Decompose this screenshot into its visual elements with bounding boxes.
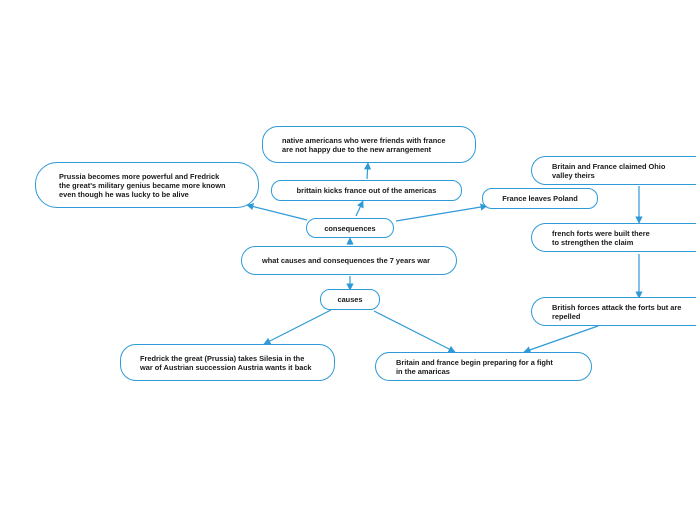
node-consequences[interactable]: consequences [306,218,394,238]
node-british-forces-label-line-1: British forces attack the forts but are [552,302,682,312]
node-french-forts-label-line-1: french forts were built there [552,228,650,238]
connector-causes-to-prepare [373,310,456,353]
node-causes[interactable]: causes [320,289,380,310]
node-ohio-valley-label-line-2: valley theirs [552,170,595,180]
node-central-topic[interactable]: what causes and consequences the 7 years… [241,246,457,275]
node-fredrick-silesia-label: Fredrick the great (Prussia) takes Siles… [140,353,312,372]
connector-consequences-to-prussia [246,203,308,221]
node-british-forces-label-line-2: repelled [552,311,581,321]
node-fredrick-silesia[interactable]: Fredrick the great (Prussia) takes Siles… [120,344,335,381]
node-french-forts-label-line-2: to strengthen the claim [552,237,634,247]
node-britain-france-prepare-label: Britain and france begin preparing for a… [396,357,553,376]
connector-causes-to-fredrick [263,309,332,345]
connector-british-to-prepare [523,325,599,354]
node-native-americans-label: native americans who were friends with f… [282,135,446,154]
node-central-topic-label: what causes and consequences the 7 years… [262,256,431,265]
node-causes-label: causes [337,295,363,304]
node-prussia-powerful[interactable]: Prussia becomes more powerful and Fredri… [35,162,259,208]
connector-britain-to-native [364,162,372,180]
connector-consequences-to-britain [355,200,364,217]
node-france-leaves-poland[interactable]: France leaves Poland [482,188,598,209]
node-britain-kicks-france-label: brittain kicks france out of the america… [296,186,437,195]
node-france-leaves-poland-label: France leaves Poland [502,194,578,203]
node-ohio-valley-label-line-1: Britain and France claimed Ohio [552,161,666,171]
node-native-americans[interactable]: native americans who were friends with f… [262,126,476,163]
node-prussia-powerful-label: Prussia becomes more powerful and Fredri… [59,171,226,199]
node-britain-kicks-france[interactable]: brittain kicks france out of the america… [271,180,462,201]
node-britain-france-prepare[interactable]: Britain and france begin preparing for a… [375,352,592,381]
connector-consequences-to-poland [395,203,488,222]
node-consequences-label: consequences [324,223,376,233]
